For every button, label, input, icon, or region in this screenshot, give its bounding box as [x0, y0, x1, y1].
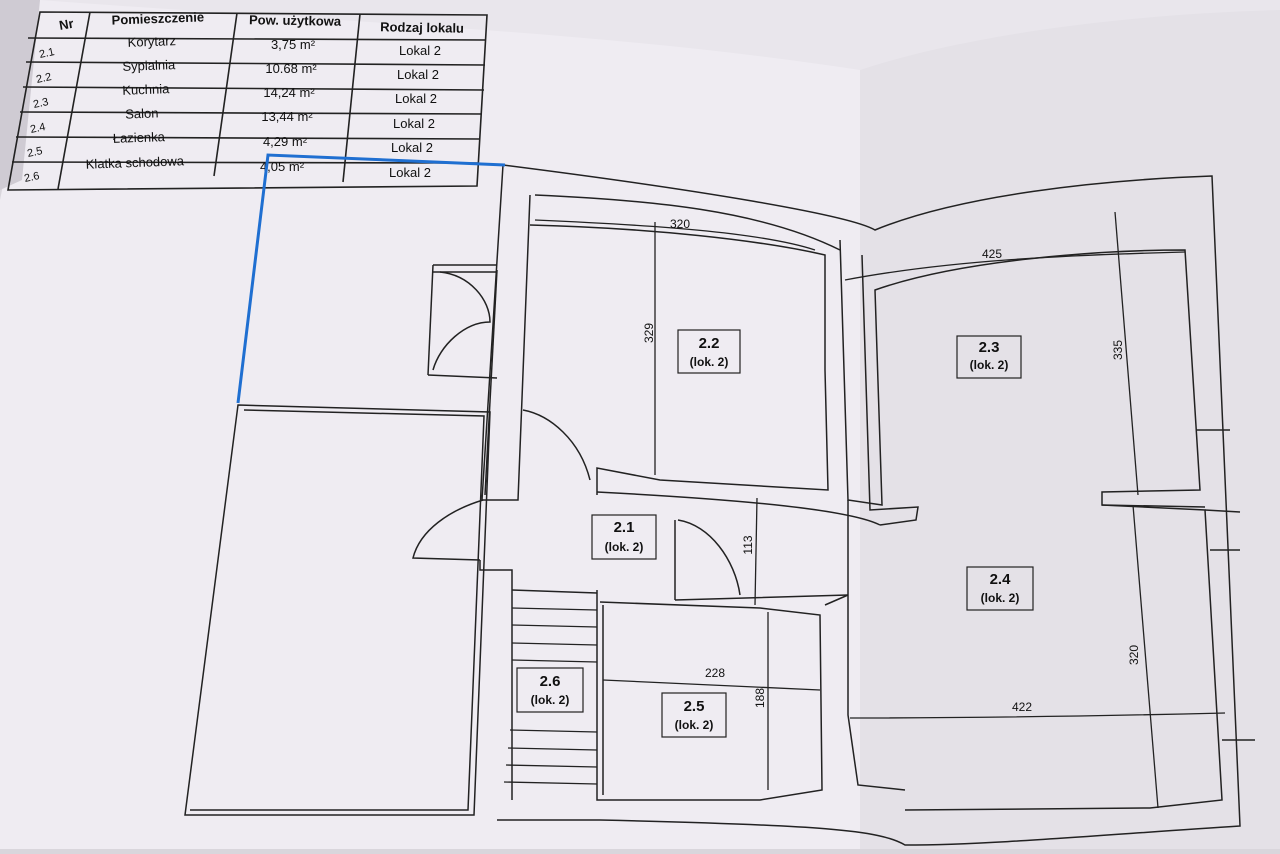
svg-text:2.1: 2.1: [614, 519, 635, 536]
room-label-2-2: 2.2 (lok. 2): [677, 329, 741, 374]
room-label-2-1: 2.1 (lok. 2): [591, 514, 657, 560]
table-cell-room: Klatka schodowa: [85, 153, 185, 171]
room-label-2-3: 2.3 (lok. 2): [956, 335, 1022, 379]
table-row: 2.4 Salon 13,44 m² Lokal 2: [29, 105, 435, 136]
svg-text:(lok. 2): (lok. 2): [981, 591, 1020, 605]
table-cell-nr: 2.4: [29, 121, 46, 136]
table-cell-room: Salon: [125, 105, 159, 121]
svg-text:2.4: 2.4: [990, 571, 1012, 588]
table-cell-nr: 2.1: [38, 46, 55, 61]
dimension-lines: [534, 211, 1226, 809]
table-cell-nr: 2.5: [26, 145, 43, 160]
table-cell-type: Lokal 2: [393, 116, 435, 131]
room-label-2-4: 2.4 (lok. 2): [966, 566, 1034, 611]
dimension-labels: 320 329 425 335 113 228 188 320 422: [642, 217, 1141, 714]
table-row: 2.5 Łazienka 4,29 m² Lokal 2: [26, 129, 433, 160]
table-cell-room: Łazienka: [113, 129, 166, 146]
table-cell-room: Sypialnia: [122, 57, 176, 74]
svg-text:2.5: 2.5: [684, 698, 705, 715]
svg-text:(lok. 2): (lok. 2): [675, 718, 714, 732]
dim-label: 320: [1127, 645, 1141, 665]
table-header-area: Pow. użytkowa: [249, 12, 342, 29]
table-cell-area: 4,29 m²: [263, 134, 308, 149]
svg-text:2.3: 2.3: [979, 339, 1000, 356]
table-cell-nr: 2.3: [32, 96, 49, 111]
table-cell-area: 10.68 m²: [265, 61, 317, 76]
dim-label: 320: [670, 217, 690, 231]
table-cell-room: Kuchnia: [122, 81, 170, 98]
table-row: 2.1 Korytarz 3,75 m² Lokal 2: [38, 33, 441, 61]
svg-text:2.6: 2.6: [540, 673, 561, 690]
dim-label: 228: [705, 666, 725, 680]
table-cell-room: Korytarz: [127, 33, 176, 50]
table-cell-nr: 2.6: [23, 170, 40, 185]
table-cell-area: 14,24 m²: [263, 85, 315, 100]
table-header-room: Pomieszczenie: [111, 9, 204, 27]
table-cell-type: Lokal 2: [395, 91, 437, 106]
table-row: 2.3 Kuchnia 14,24 m² Lokal 2: [32, 81, 437, 111]
svg-text:(lok. 2): (lok. 2): [970, 358, 1009, 372]
highlight-outline: [236, 153, 506, 404]
table-cell-nr: 2.2: [35, 71, 52, 86]
room-label-2-6: 2.6 (lok. 2): [516, 667, 584, 713]
table-cell-type: Lokal 2: [389, 165, 431, 180]
dim-label: 335: [1111, 340, 1125, 360]
table-row: 2.6 Klatka schodowa 4,05 m² Lokal 2: [23, 153, 431, 185]
table-cell-type: Lokal 2: [397, 67, 439, 82]
svg-text:(lok. 2): (lok. 2): [531, 693, 570, 707]
table-cell-area: 4,05 m²: [260, 159, 305, 174]
room-table: [7, 11, 488, 191]
table-row: 2.2 Sypialnia 10.68 m² Lokal 2: [35, 57, 439, 86]
table-header-type: Rodzaj lokalu: [380, 19, 464, 35]
svg-text:(lok. 2): (lok. 2): [605, 540, 644, 554]
room-label-2-5: 2.5 (lok. 2): [661, 692, 727, 738]
table-cell-area: 3,75 m²: [271, 37, 316, 52]
table-cell-type: Lokal 2: [399, 43, 441, 58]
table-cell-area: 13,44 m²: [261, 109, 313, 124]
table-cell-type: Lokal 2: [391, 140, 433, 155]
dim-label: 113: [741, 535, 755, 554]
floor-plan-walls: [184, 164, 1255, 846]
svg-text:2.2: 2.2: [699, 335, 720, 352]
dim-label: 188: [753, 688, 767, 708]
table-header-nr: Nr: [58, 16, 75, 33]
stair-treads: [503, 607, 598, 785]
dim-label: 329: [642, 323, 656, 343]
dim-label: 425: [982, 247, 1002, 261]
room-table-text: Nr Pomieszczenie Pow. użytkowa Rodzaj lo…: [23, 9, 464, 185]
svg-text:(lok. 2): (lok. 2): [690, 355, 729, 369]
dim-label: 422: [1012, 700, 1032, 714]
